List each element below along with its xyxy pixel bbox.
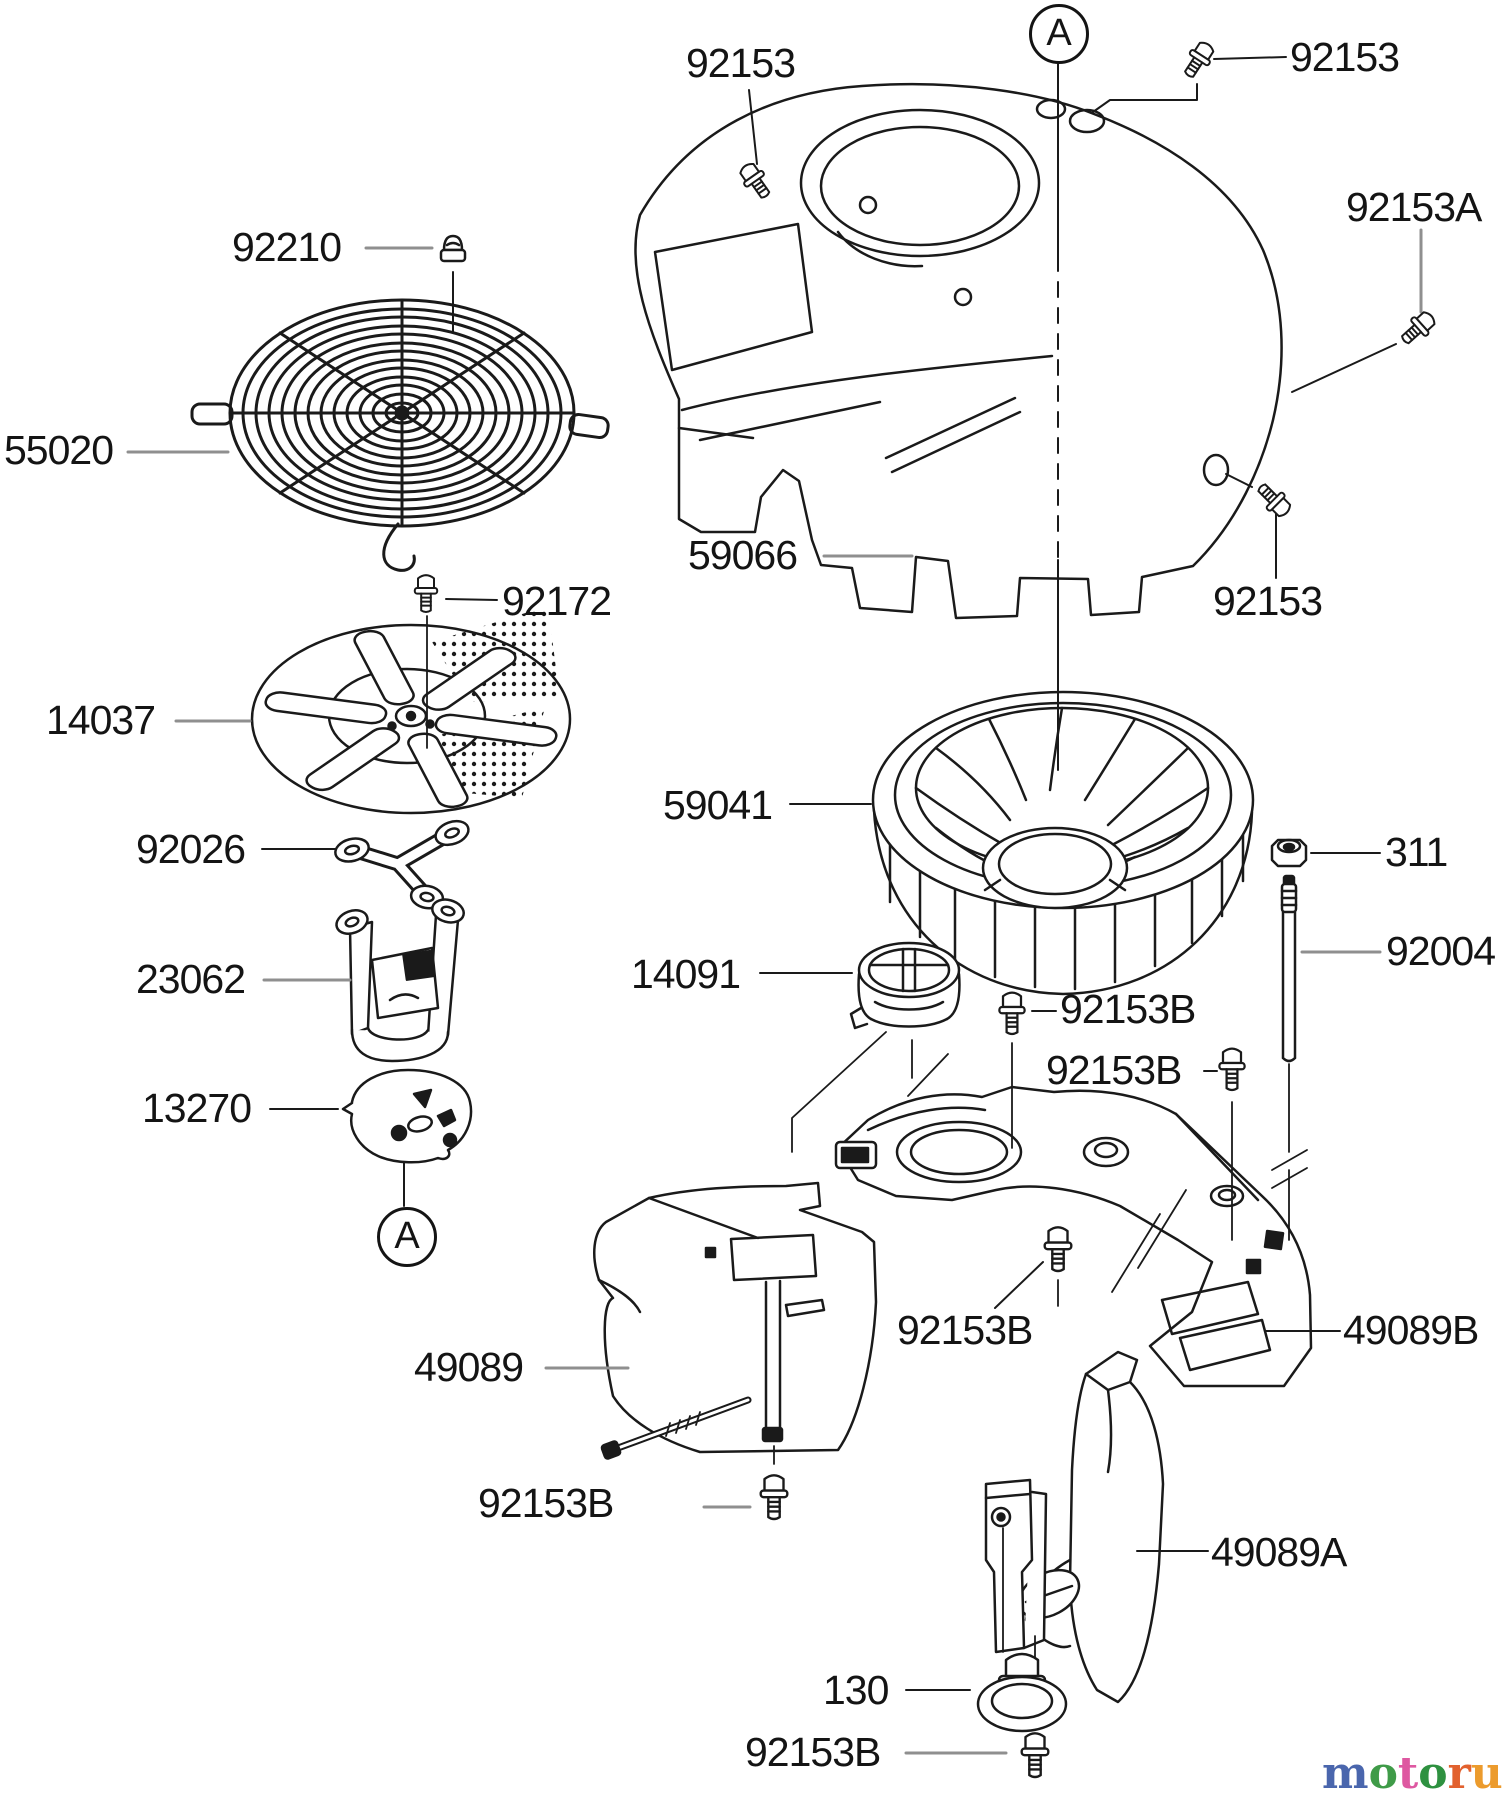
part-label-92153b-3: 92153B	[897, 1307, 1033, 1353]
stud-part	[1280, 874, 1298, 1063]
screw-92172	[413, 574, 439, 614]
watermark-letter: r	[1447, 1748, 1471, 1799]
cooling-fan-part	[250, 606, 572, 815]
screw-92153a	[1395, 306, 1440, 351]
part-label-92153b-4: 92153B	[478, 1480, 614, 1526]
screw-92153-4	[1251, 477, 1296, 522]
watermark-letter: u	[1470, 1748, 1503, 1799]
view-callout-a-bottom: A	[377, 1207, 437, 1267]
watermark-letter: o	[1368, 1748, 1398, 1799]
fan-cup-part	[849, 941, 961, 1030]
shroud-bracket-b-part	[834, 1085, 1313, 1388]
part-label-92210: 92210	[232, 224, 342, 270]
part-label-92172: 92172	[502, 578, 612, 624]
leader-lines-gray	[126, 228, 1423, 1755]
screw-92153b-3	[1043, 1226, 1073, 1273]
part-label-49089: 49089	[414, 1344, 524, 1390]
part-label-49089b: 49089B	[1343, 1307, 1479, 1353]
shroud-comp-part	[593, 1181, 878, 1460]
screw-92153b-2	[1218, 1047, 1246, 1092]
part-label-59066: 59066	[688, 532, 798, 578]
part-label-92153a: 92153A	[1346, 184, 1482, 230]
part-label-92004: 92004	[1386, 928, 1496, 974]
part-label-13270: 13270	[142, 1085, 252, 1131]
part-label-92153b-1: 92153B	[1060, 986, 1196, 1032]
pulley-plate-part	[341, 1068, 473, 1164]
part-label-14037: 14037	[46, 697, 156, 743]
part-label-311: 311	[1385, 829, 1448, 875]
part-label-92153-2: 92153	[1290, 34, 1400, 80]
part-label-92153b-5: 92153B	[745, 1729, 881, 1775]
part-label-49089a: 49089A	[1211, 1529, 1347, 1575]
part-label-92153-3: 92153	[1213, 578, 1323, 624]
fan-spider-part	[334, 819, 470, 910]
screw-92153b-1	[998, 991, 1026, 1036]
flywheel-nut-part	[1270, 838, 1308, 868]
part-label-55020: 55020	[4, 427, 114, 473]
screw-92153-2	[1177, 37, 1219, 83]
bolt-130-part	[976, 1652, 1068, 1733]
strip-bracket-part	[984, 1478, 1048, 1654]
part-label-23062: 23062	[136, 956, 246, 1002]
part-label-130: 130	[823, 1667, 889, 1713]
watermark-letter: t	[1397, 1748, 1419, 1799]
acorn-nut-part	[439, 234, 467, 263]
fan-guard-part	[190, 298, 610, 572]
watermark-letter: m	[1322, 1748, 1369, 1799]
part-label-59041: 59041	[663, 782, 773, 828]
part-label-14091: 14091	[631, 951, 741, 997]
blower-housing-part	[634, 82, 1283, 620]
screw-92153b-5	[1020, 1732, 1050, 1779]
watermark-letter: o	[1418, 1748, 1448, 1799]
watermark-logo: motoruf’.de	[1322, 1748, 1510, 1800]
flywheel-fan-part	[871, 690, 1255, 996]
part-label-92153b-2: 92153B	[1046, 1047, 1182, 1093]
view-callout-a-top: A	[1029, 4, 1089, 64]
starter-bracket-part	[335, 898, 465, 1063]
part-label-92026: 92026	[136, 826, 246, 872]
screw-92153b-4	[759, 1474, 789, 1521]
part-label-92153-1: 92153	[686, 40, 796, 86]
